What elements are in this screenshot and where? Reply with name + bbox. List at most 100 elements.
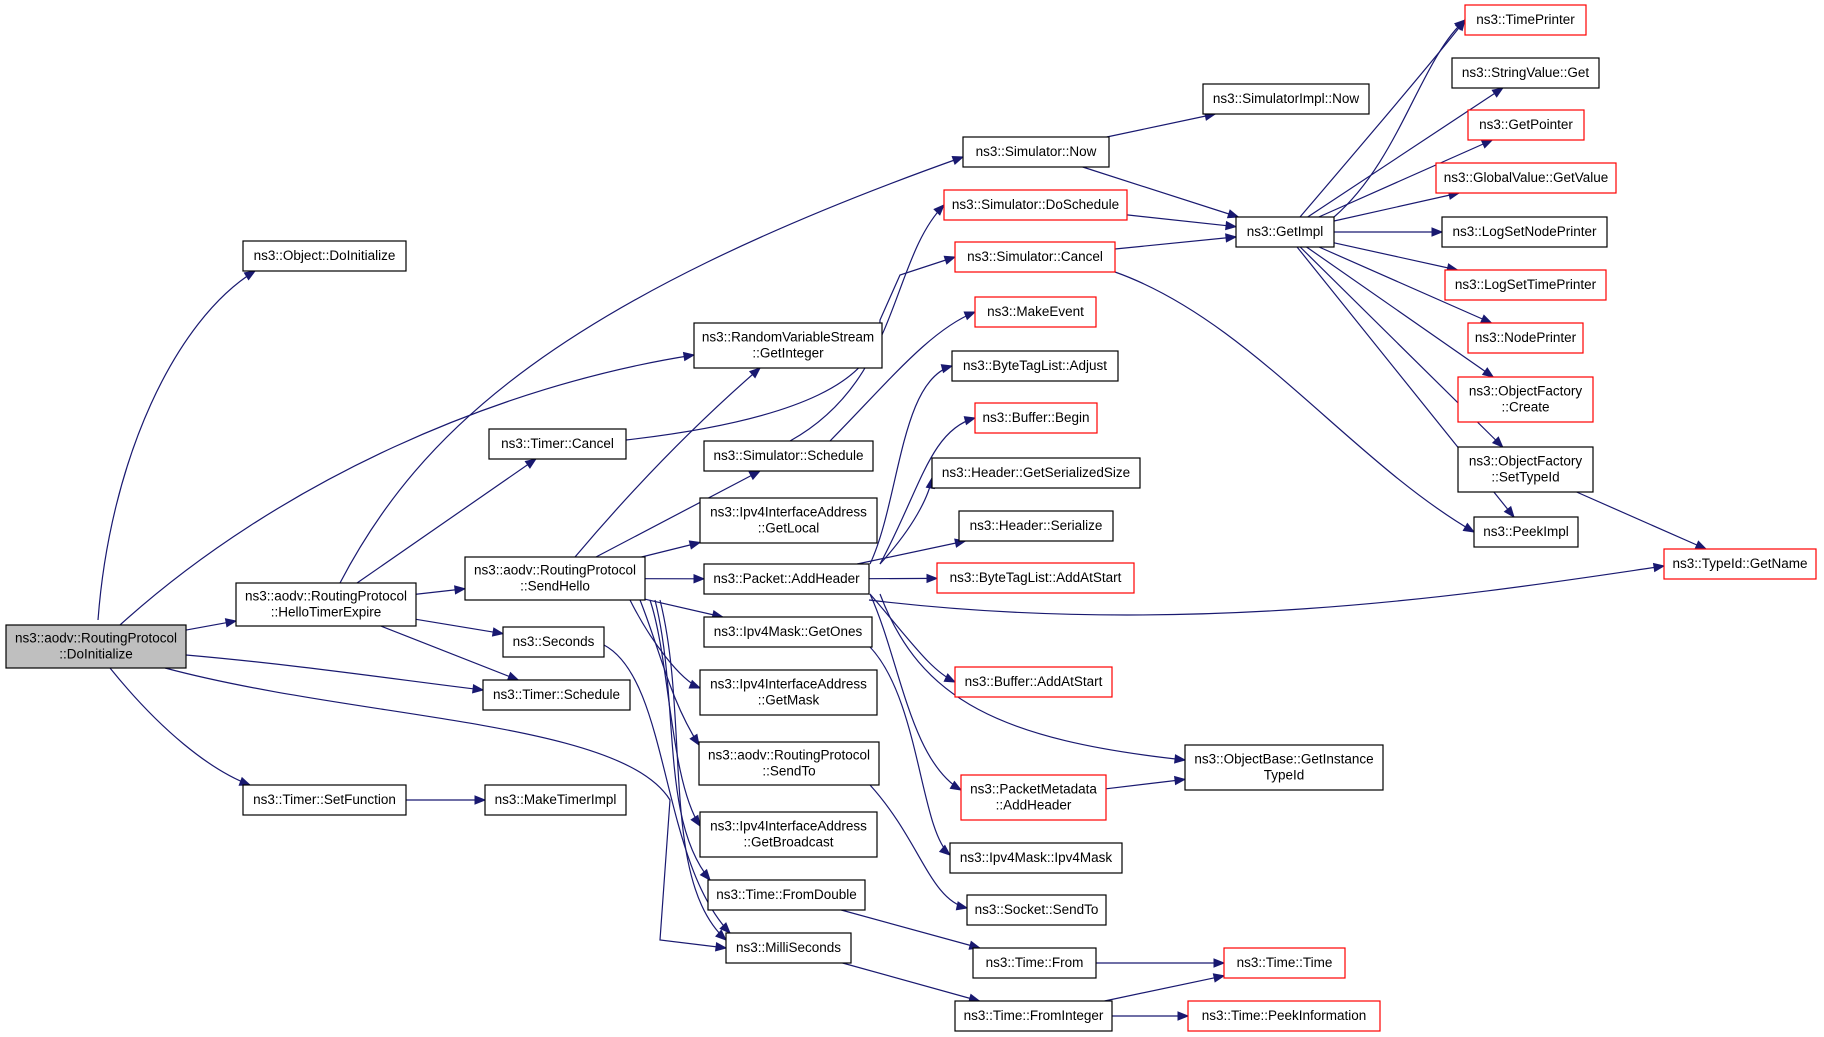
node-timeTime[interactable]: ns3::Time::Time	[1223, 947, 1346, 979]
node-simNow[interactable]: ns3::Simulator::Now	[962, 136, 1110, 168]
arrowhead-icon	[238, 776, 252, 786]
arrowhead-icon	[693, 574, 706, 584]
edge-getImpl-to-logSetTimePrinter	[1333, 242, 1459, 273]
node-label: ns3::aodv::RoutingProtocol	[708, 748, 870, 763]
edge-simDoSchedule-to-getImpl	[1126, 214, 1238, 231]
node-timeFromDouble[interactable]: ns3::Time::FromDouble	[707, 879, 866, 911]
node-sendHello[interactable]: ns3::aodv::RoutingProtocol::SendHello	[464, 556, 646, 601]
node-makeEvent[interactable]: ns3::MakeEvent	[974, 296, 1097, 328]
node-bufferBegin[interactable]: ns3::Buffer::Begin	[974, 402, 1098, 434]
node-label: TypeId	[1264, 768, 1305, 783]
node-label: ns3::Time::Time	[1237, 955, 1333, 970]
edge-line	[1318, 139, 1493, 218]
node-rvsGetInteger[interactable]: ns3::RandomVariableStream::GetInteger	[693, 322, 883, 369]
node-timeFromInteger[interactable]: ns3::Time::FromInteger	[954, 1000, 1113, 1032]
edge-line	[789, 204, 945, 442]
node-ipv4IfGetBroadcast[interactable]: ns3::Ipv4InterfaceAddress::GetBroadcast	[699, 811, 878, 858]
arrowhead-icon	[933, 204, 945, 216]
node-box	[1451, 57, 1600, 89]
node-box	[242, 240, 407, 272]
node-box	[1202, 83, 1370, 115]
node-ofCreate[interactable]: ns3::ObjectFactory::Create	[1457, 376, 1594, 423]
node-label: ns3::Header::GetSerializedSize	[942, 465, 1130, 480]
node-typeIdGetName[interactable]: ns3::TypeId::GetName	[1663, 548, 1817, 580]
node-bufferAddAtStart[interactable]: ns3::Buffer::AddAtStart	[954, 666, 1113, 698]
node-label: ::SetTypeId	[1491, 470, 1559, 485]
node-simCancel[interactable]: ns3::Simulator::Cancel	[954, 241, 1116, 273]
node-label: ns3::Socket::SendTo	[975, 902, 1099, 917]
node-seconds[interactable]: ns3::Seconds	[502, 626, 605, 658]
edge-timeFromInteger-to-timeTime	[1104, 973, 1226, 1002]
node-ipv4IfGetMask[interactable]: ns3::Ipv4InterfaceAddress::GetMask	[699, 669, 878, 716]
node-label: ns3::ByteTagList::Adjust	[963, 358, 1107, 373]
node-label: ns3::Ipv4InterfaceAddress	[710, 505, 867, 520]
node-objDoInit[interactable]: ns3::Object::DoInitialize	[242, 240, 407, 272]
edge-line	[879, 417, 976, 565]
node-label: ns3::LogSetTimePrinter	[1455, 277, 1597, 292]
node-box	[960, 774, 1107, 821]
arrowhead-icon	[949, 780, 963, 791]
edge-simSchedule-to-simDoSchedule	[789, 204, 945, 442]
node-sendTo[interactable]: ns3::aodv::RoutingProtocol::SendTo	[698, 741, 880, 786]
node-label: ns3::aodv::RoutingProtocol	[15, 631, 177, 646]
edge-line	[869, 784, 968, 909]
node-socketSendTo[interactable]: ns3::Socket::SendTo	[966, 894, 1107, 926]
node-helloTimerExpire[interactable]: ns3::aodv::RoutingProtocol::HelloTimerEx…	[235, 582, 417, 627]
node-nodePrinter[interactable]: ns3::NodePrinter	[1467, 322, 1584, 354]
node-timerSetFunction[interactable]: ns3::Timer::SetFunction	[242, 784, 407, 816]
arrowhead-icon	[682, 351, 696, 362]
node-label: ns3::LogSetNodePrinter	[1452, 224, 1597, 239]
arrowhead-icon	[963, 311, 977, 321]
edge-root-to-timerSchedule	[185, 654, 485, 694]
node-label: ns3::MakeEvent	[987, 304, 1084, 319]
node-gvGetValue[interactable]: ns3::GlobalValue::GetValue	[1435, 162, 1617, 194]
edge-line	[185, 654, 484, 691]
node-getImpl[interactable]: ns3::GetImpl	[1235, 216, 1335, 248]
node-btlAdjust[interactable]: ns3::ByteTagList::Adjust	[951, 350, 1119, 382]
node-box	[954, 1000, 1113, 1032]
node-ipv4MaskGetOnes[interactable]: ns3::Ipv4Mask::GetOnes	[703, 616, 873, 648]
node-box	[974, 402, 1098, 434]
node-peekImpl[interactable]: ns3::PeekImpl	[1473, 516, 1579, 548]
node-milliSeconds[interactable]: ns3::MilliSeconds	[725, 932, 852, 964]
node-box	[949, 842, 1123, 874]
edge-packetAddHeader-to-bufferBegin	[879, 416, 977, 565]
node-logSetNodePrinter[interactable]: ns3::LogSetNodePrinter	[1441, 216, 1608, 248]
edge-line	[1576, 491, 1707, 550]
node-timeFrom[interactable]: ns3::Time::From	[972, 947, 1097, 979]
node-box	[699, 497, 878, 544]
node-ofSetTypeId[interactable]: ns3::ObjectFactory::SetTypeId	[1457, 446, 1594, 493]
node-box	[242, 784, 407, 816]
node-makeTimerImpl[interactable]: ns3::MakeTimerImpl	[484, 784, 627, 816]
node-box	[962, 136, 1110, 168]
node-pmAddHeader[interactable]: ns3::PacketMetadata::AddHeader	[960, 774, 1107, 821]
node-ipv4IfGetLocal[interactable]: ns3::Ipv4InterfaceAddress::GetLocal	[699, 497, 878, 544]
node-ipv4MaskCtor[interactable]: ns3::Ipv4Mask::Ipv4Mask	[949, 842, 1123, 874]
edge-helloTimerExpire-to-timerCancel	[356, 458, 537, 584]
node-timerSchedule[interactable]: ns3::Timer::Schedule	[482, 679, 631, 711]
node-timePeekInfo[interactable]: ns3::Time::PeekInformation	[1187, 1000, 1381, 1032]
node-simImplNow[interactable]: ns3::SimulatorImpl::Now	[1202, 83, 1370, 115]
node-timerCancel[interactable]: ns3::Timer::Cancel	[488, 428, 627, 460]
node-timePrinter[interactable]: ns3::TimePrinter	[1464, 4, 1587, 36]
node-hdrSerialize[interactable]: ns3::Header::Serialize	[958, 510, 1114, 542]
edge-timeFromDouble-to-timeFrom	[841, 909, 982, 950]
node-logSetTimePrinter[interactable]: ns3::LogSetTimePrinter	[1444, 269, 1607, 301]
node-simDoSchedule[interactable]: ns3::Simulator::DoSchedule	[943, 189, 1128, 221]
arrowhead-icon	[224, 618, 238, 628]
node-root[interactable]: ns3::aodv::RoutingProtocol::DoInitialize	[5, 624, 187, 669]
node-btlAddAtStart[interactable]: ns3::ByteTagList::AddAtStart	[936, 562, 1135, 594]
edge-line	[659, 599, 727, 941]
node-simSchedule[interactable]: ns3::Simulator::Schedule	[703, 440, 874, 472]
edge-line	[1318, 246, 1492, 324]
node-label: ns3::TypeId::GetName	[1672, 556, 1807, 571]
node-hdrGetSerSize[interactable]: ns3::Header::GetSerializedSize	[931, 457, 1141, 489]
node-label: ::GetMask	[758, 693, 820, 708]
node-label: ns3::Ipv4InterfaceAddress	[710, 819, 867, 834]
node-strValGet[interactable]: ns3::StringValue::Get	[1451, 57, 1600, 89]
node-getPointer[interactable]: ns3::GetPointer	[1467, 109, 1585, 141]
node-box	[703, 616, 873, 648]
edge-sendHello-to-rvsGetInteger	[574, 367, 762, 558]
node-packetAddHeader[interactable]: ns3::Packet::AddHeader	[703, 563, 870, 595]
